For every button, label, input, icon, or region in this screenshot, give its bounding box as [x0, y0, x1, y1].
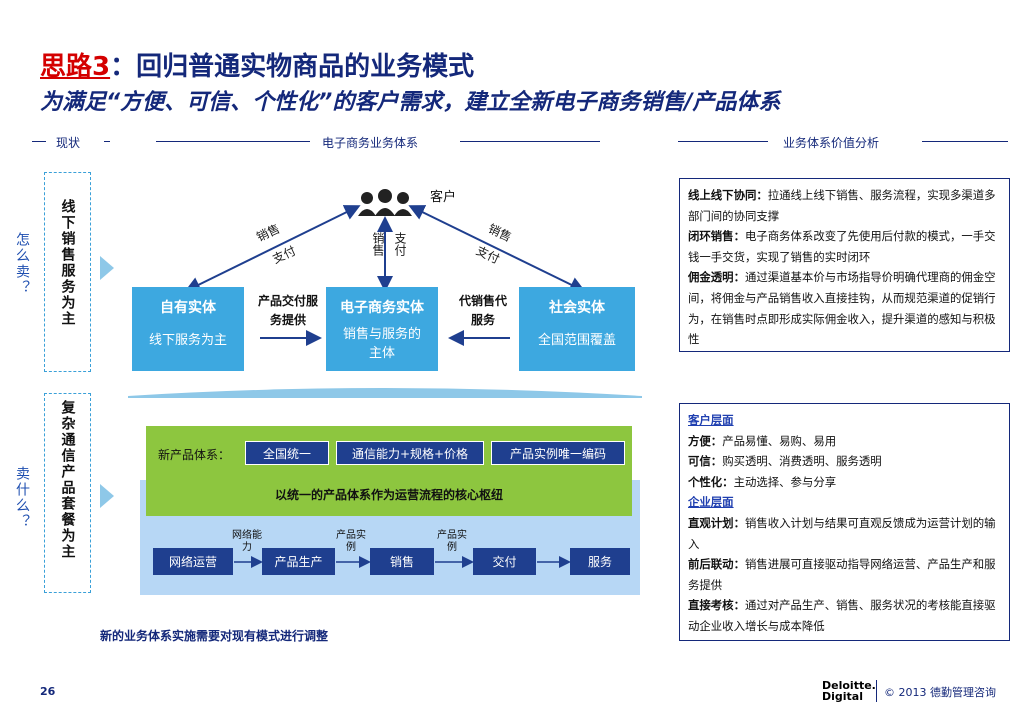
arrow-left: [184, 205, 361, 292]
enterprise-level-heading: 企业层面: [688, 495, 734, 510]
center-arrow-right-label: 支付: [393, 232, 407, 256]
flow-label-instance-1: 产品实例: [336, 530, 366, 553]
copyright: © 2013 德勤管理咨询: [884, 686, 996, 699]
analysis-item: 直观计划：销售收入计划与结果可直观反馈成为运营计划的输入: [688, 515, 996, 551]
page-title: 思路3：回归普通实物商品的业务模式: [40, 46, 474, 83]
status-box-bottom-text: 复杂通信产品套餐为主: [59, 400, 76, 560]
chevron-right-icon: [100, 256, 114, 280]
entity-ecommerce-sub: 销售与服务的主体: [342, 327, 421, 361]
customer-level-heading: 客户层面: [688, 413, 734, 427]
flow-sales: 销售: [370, 548, 434, 575]
logo-line-1: Deloitte.: [822, 679, 876, 692]
entity-own-sub: 线下服务为主: [148, 333, 227, 348]
analysis-panel-top: 线上线下协同：拉通线上线下销售、服务流程，实现多渠道多部门间的协同支撑 闭环销售…: [679, 178, 1010, 352]
tag-capability: 通信能力+规格+价格: [336, 441, 484, 465]
logo-line-2: Digital: [822, 690, 863, 703]
flow-service: 服务: [570, 548, 630, 575]
flow-label-instance-2: 产品实例: [437, 530, 467, 553]
analysis-item: 可信：购买透明、消费透明、服务透明: [688, 454, 882, 469]
section-analysis: 业务体系价值分析: [783, 136, 880, 150]
customer-people-icon: [358, 189, 412, 216]
analysis-item: 线上线下协同：拉通线上线下销售、服务流程，实现多渠道多部门间的协同支撑: [688, 188, 996, 223]
page-number: 26: [40, 685, 56, 698]
divider: [104, 141, 110, 142]
analysis-item: 个性化：主动选择、参与分享: [688, 474, 837, 489]
status-box-top-text: 线下销售服务为主: [59, 199, 76, 327]
flow-label-network: 网络能力: [232, 530, 262, 553]
divider: [922, 141, 1008, 142]
title-prefix: 思路3: [40, 52, 111, 82]
section-ecommerce: 电子商务业务体系: [322, 136, 419, 150]
entity-ecommerce-title: 电子商务实体: [340, 300, 424, 316]
analysis-item: 方便：产品易懂、易购、易用: [688, 433, 837, 448]
flow-delivery: 交付: [473, 548, 536, 575]
entity-social: 社会实体 全国范围覆盖: [519, 287, 635, 371]
title-rest: ：回归普通实物商品的业务模式: [110, 52, 475, 82]
section-status: 现状: [56, 136, 81, 150]
adjust-note: 新的业务体系实施需要对现有模式进行调整: [100, 629, 329, 643]
page-subtitle: 为满足“方便、可信、个性化”的客户需求，建立全新电子商务销售/产品体系: [40, 90, 781, 115]
entity-social-title: 社会实体: [549, 300, 605, 316]
flow-arrows: [234, 556, 571, 568]
analysis-item: 直接考核：通过对产品生产、销售、服务状况的考核能直接驱动企业收入增长与成本降低: [688, 598, 996, 633]
left-mid-label: 产品交付服务提供: [257, 294, 318, 327]
tag-unique-code: 产品实例唯一编码: [491, 441, 625, 465]
side-label-what: 卖什么？: [14, 466, 30, 530]
center-arrow-left-label: 销售: [371, 232, 385, 256]
tag-national: 全国统一: [245, 441, 329, 465]
entity-own-title: 自有实体: [160, 300, 216, 316]
right-mid-label: 代销售代服务: [458, 294, 507, 327]
entity-social-sub: 全国范围覆盖: [537, 333, 616, 348]
arrow-right: [408, 205, 586, 292]
divider: [678, 141, 768, 142]
customer-flow-arrows: [184, 189, 586, 292]
analysis-item: 闭环销售：电子商务体系改变了先使用后付款的模式，一手交钱一手交货，实现了销售的实…: [688, 229, 996, 264]
product-system-label: 新产品体系：: [158, 448, 231, 462]
entity-ecommerce: 电子商务实体 销售与服务的主体: [326, 287, 438, 371]
divider: [156, 141, 310, 142]
side-label-how: 怎么卖？: [14, 232, 30, 296]
analysis-item: 前后联动：销售进展可直接驱动指导网络运营、产品生产和服务提供: [688, 557, 996, 592]
chevron-right-icon: [100, 484, 114, 508]
entity-own: 自有实体 线下服务为主: [132, 287, 244, 371]
deloitte-logo: Deloitte. Digital: [822, 680, 876, 702]
analysis-item: 佣金透明：通过渠道基本价与市场指导价明确代理商的佣金空间，将佣金与产品销售收入直…: [688, 270, 996, 347]
flow-production: 产品生产: [262, 548, 335, 575]
mid-arrows: [260, 330, 510, 346]
separator-band: [128, 388, 642, 398]
footer-divider: [876, 680, 877, 702]
status-box-bottom: 复杂通信产品套餐为主: [44, 393, 91, 593]
divider: [32, 141, 46, 142]
status-box-top: 线下销售服务为主: [44, 172, 91, 372]
customer-label: 客户: [430, 190, 457, 205]
flow-network: 网络运营: [153, 548, 233, 575]
core-text: 以统一的产品体系作为运营流程的核心枢纽: [274, 488, 503, 502]
divider: [460, 141, 600, 142]
analysis-panel-bottom: 客户层面 方便：产品易懂、易购、易用 可信：购买透明、消费透明、服务透明 个性化…: [679, 403, 1010, 641]
